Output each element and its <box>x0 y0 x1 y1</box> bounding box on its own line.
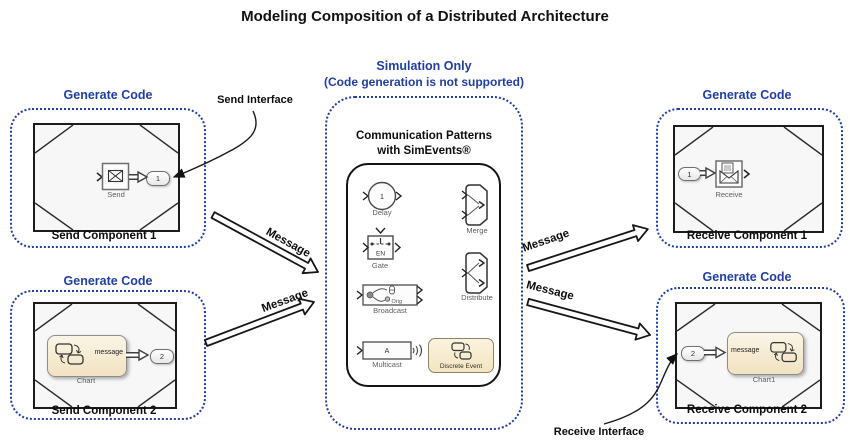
send2-caption: Send Component 2 <box>51 405 157 417</box>
receive2-caption: Receive Component 2 <box>686 404 808 416</box>
receive2-header: Generate Code <box>702 270 792 284</box>
output-chevron-icon <box>478 258 486 268</box>
multicast-text: A <box>385 348 390 355</box>
merge-label: Merge <box>466 226 488 235</box>
statechart-icon <box>55 343 84 365</box>
message-label-1: Message <box>263 225 313 261</box>
chart1-signal-label: message <box>731 347 760 354</box>
discrete-event-block: Discrete Event <box>428 338 494 373</box>
simulation-dotted-boundary <box>325 96 523 430</box>
delay-block: 1 <box>362 181 403 211</box>
receive2-inport: 2 <box>681 346 705 361</box>
input-chevron-icon <box>461 268 469 278</box>
chart-block: message <box>47 335 127 377</box>
send-interface-label: Send Interface <box>217 94 293 106</box>
gate-icon <box>370 238 391 246</box>
delay-value: 1 <box>380 192 384 201</box>
broadcast-icon <box>366 285 395 302</box>
receive-block-label: Receive <box>715 190 743 199</box>
send1-outport-number: 1 <box>155 174 161 183</box>
message-label-3: Message <box>521 227 571 255</box>
merge-block <box>461 184 488 226</box>
send1-outport: 1 <box>146 171 170 186</box>
input-chevron-icon <box>362 242 370 253</box>
chart1-block: message <box>727 332 804 375</box>
send2-outport-number: 2 <box>159 352 165 361</box>
send2-corner-lines <box>35 304 175 407</box>
broadcast-label: Broadcast <box>373 306 407 315</box>
statechart-icon <box>451 342 472 360</box>
receive2-corner-lines <box>677 304 820 407</box>
diagram-title: Modeling Composition of a Distributed Ar… <box>241 8 609 25</box>
output-chevron-icon <box>478 278 486 288</box>
send1-corner-lines <box>35 125 178 230</box>
receive-block <box>715 160 751 188</box>
receive-interface-label: Receive Interface <box>553 426 645 438</box>
broadcast-block: Orig <box>356 284 424 306</box>
receive1-caption: Receive Component 1 <box>686 230 808 242</box>
output-chevron-icon <box>416 285 424 295</box>
top-input-chevron-icon <box>375 227 386 235</box>
output-chevron-icon <box>478 200 486 210</box>
broadcast-orig-text: Orig <box>392 299 402 305</box>
chart-signal-label: message <box>94 349 123 356</box>
multicast-label: Multicast <box>372 360 402 369</box>
envelope-icon <box>107 169 124 183</box>
receive1-inport-number: 1 <box>687 169 692 179</box>
comm-patterns-title-line1: Communication Patterns <box>355 130 493 142</box>
gate-text: EN <box>376 251 385 258</box>
send2-header: Generate Code <box>63 274 153 288</box>
distribute-lines-icon <box>467 262 480 284</box>
receive1-inport: 1 <box>678 167 701 181</box>
output-chevron-icon <box>416 295 424 305</box>
gate-label: Gate <box>371 261 389 270</box>
receive1-corner-lines <box>675 127 822 231</box>
multicast-block: A <box>356 341 423 360</box>
input-chevron-icon <box>96 172 104 182</box>
send2-outport: 2 <box>150 349 174 364</box>
distribute-block <box>461 252 488 294</box>
statechart-icon <box>770 342 797 363</box>
chart1-block-label: Chart1 <box>752 375 776 384</box>
comm-patterns-title-line2: with SimEvents® <box>377 145 471 157</box>
send-block <box>96 162 130 191</box>
merge-lines-icon <box>467 194 480 216</box>
simulation-only-subheader: (Code generation is not supported) <box>324 75 524 89</box>
output-chevron-icon <box>394 242 402 253</box>
receive1-canvas <box>673 125 824 233</box>
send1-caption: Send Component 1 <box>51 230 157 242</box>
distribute-label: Distribute <box>461 293 493 302</box>
input-chevron-icon <box>356 345 364 356</box>
output-chevron-icon <box>743 169 751 179</box>
simulation-only-header: Simulation Only <box>376 59 472 73</box>
message-label-4: Message <box>524 279 576 303</box>
send1-dotted-boundary <box>10 108 206 248</box>
discrete-event-label: Discrete Event <box>439 363 483 370</box>
send2-dotted-boundary <box>10 290 206 420</box>
send1-header: Generate Code <box>63 88 153 102</box>
input-chevron-icon <box>356 290 364 300</box>
input-chevron-icon <box>461 210 469 220</box>
receive1-header: Generate Code <box>702 88 792 102</box>
send-block-label: Send <box>107 190 125 199</box>
message-arrow-center-to-receive2 <box>526 298 652 341</box>
input-chevron-icon <box>461 190 469 200</box>
receive2-inport-number: 2 <box>690 349 696 358</box>
input-chevron-icon <box>362 191 370 201</box>
message-arrow-center-to-receive1 <box>526 224 649 272</box>
open-envelope-icon <box>719 162 739 184</box>
delay-label: Delay <box>372 208 392 217</box>
message-arrow-send1-to-center <box>210 211 319 275</box>
chart-block-label: Chart <box>76 376 96 385</box>
message-label-2: Message <box>260 287 310 315</box>
receive1-dotted-boundary <box>656 108 843 248</box>
broadcast-waves-icon <box>412 344 423 357</box>
gate-block: EN <box>362 227 402 260</box>
output-chevron-icon <box>395 191 403 201</box>
